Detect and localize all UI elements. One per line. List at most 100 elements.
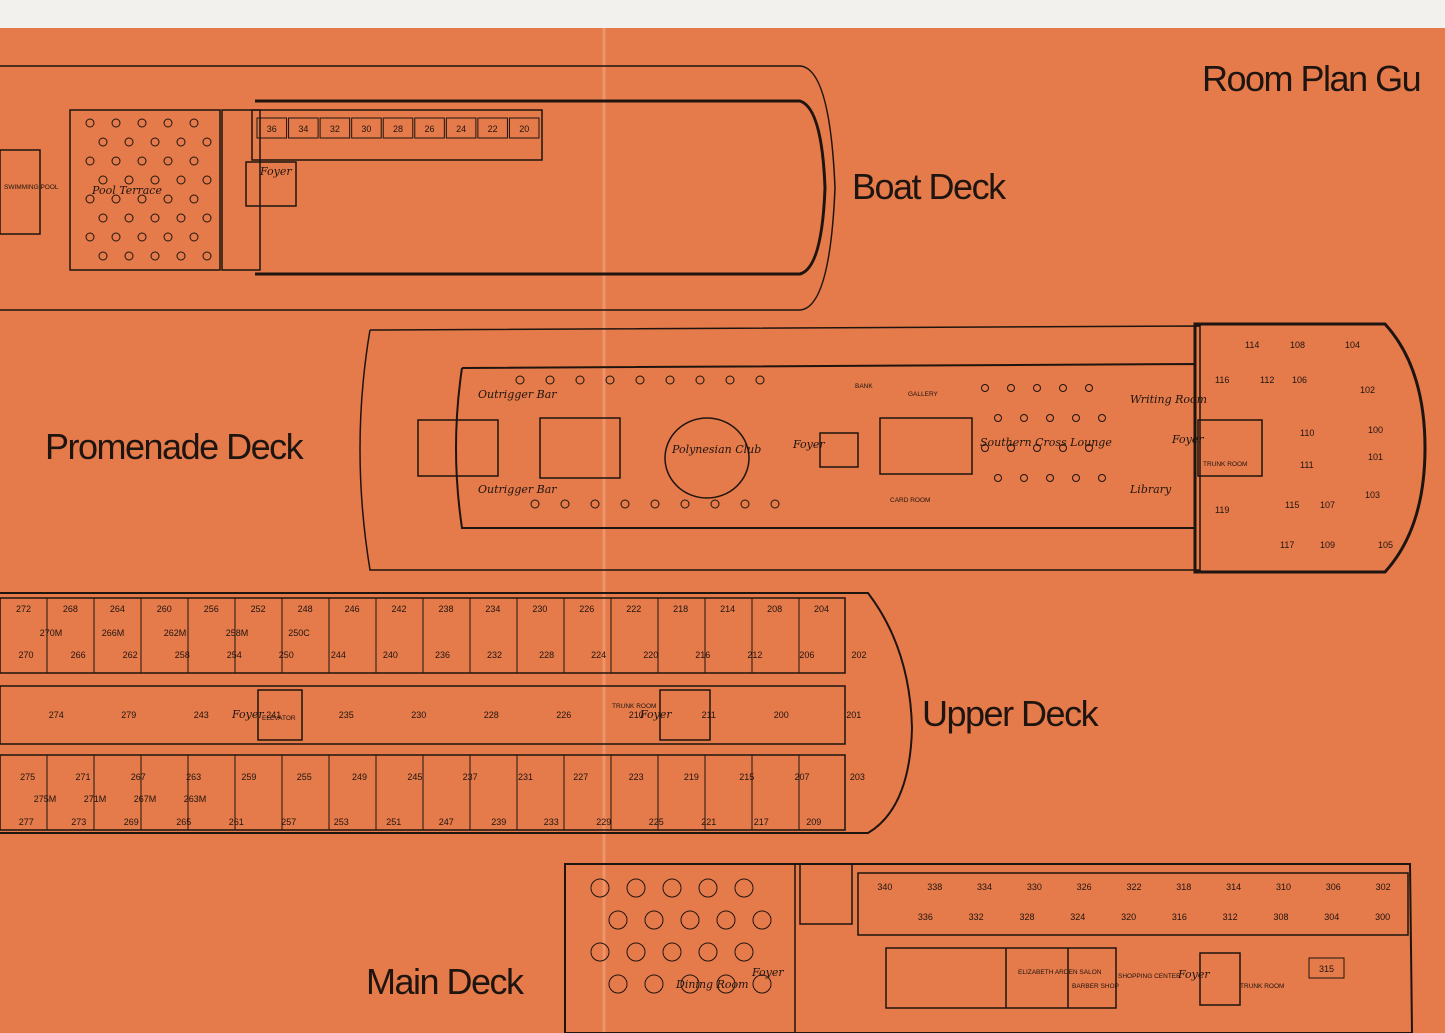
upper-stairs-fwd — [659, 689, 711, 741]
cabin-number: 24 — [456, 124, 466, 134]
main-foyer-1: Foyer — [751, 966, 784, 979]
boat-deck-hull — [0, 65, 836, 311]
cabin-number: 34 — [298, 124, 308, 134]
table-icon — [752, 974, 772, 994]
cabin-number: 326 — [1077, 882, 1092, 892]
main-stairs — [1199, 952, 1241, 1006]
table-icon — [1046, 474, 1054, 482]
cabin-number: 334 — [977, 882, 992, 892]
cabin-number: 204 — [814, 604, 829, 614]
cabin-number: 231 — [518, 772, 533, 782]
table-icon — [176, 251, 186, 261]
table-icon — [626, 942, 646, 962]
cabin-outline — [288, 117, 319, 139]
cabin-number: 262 — [123, 650, 138, 660]
boat-stair-block — [221, 109, 261, 271]
main-foyer-2: Foyer — [1177, 968, 1210, 981]
cabin-number: 255 — [297, 772, 312, 782]
cabin-number: 314 — [1226, 882, 1241, 892]
cabin-outline — [351, 117, 382, 139]
cabin-number: 20 — [519, 124, 529, 134]
cabin-number: 28 — [393, 124, 403, 134]
cabin-number: 105 — [1378, 540, 1393, 550]
table-icon — [85, 156, 95, 166]
cabin-number: 300 — [1375, 912, 1390, 922]
table-icon — [680, 910, 700, 930]
cabin-number: 324 — [1070, 912, 1085, 922]
table-icon — [665, 375, 675, 385]
table-icon — [590, 499, 600, 509]
pool-terrace — [69, 109, 221, 271]
cabin-number: 332 — [969, 912, 984, 922]
cabin-number: 226 — [556, 710, 571, 720]
cabin-number: 106 — [1292, 375, 1307, 385]
table-icon — [124, 137, 134, 147]
cabin-number: 304 — [1324, 912, 1339, 922]
table-icon — [150, 137, 160, 147]
cabin-number: 249 — [352, 772, 367, 782]
table-icon — [1033, 444, 1041, 452]
cabin-number: 270 — [19, 650, 34, 660]
table-icon — [111, 118, 121, 128]
dining-room-label: Dining Room — [675, 978, 749, 991]
cabin-number: 328 — [1019, 912, 1034, 922]
cabin-number: 277 — [19, 817, 34, 827]
cabin-number: 302 — [1376, 882, 1391, 892]
cabin-number: 217 — [754, 817, 769, 827]
cabin-number: 250C — [288, 628, 310, 638]
upper-trunk-label: TRUNK ROOM — [612, 703, 656, 710]
table-icon — [608, 974, 628, 994]
promenade-interior — [455, 362, 1196, 529]
cabin-outline — [319, 117, 351, 139]
table-icon — [626, 878, 646, 898]
cabin-number: 263M — [184, 794, 207, 804]
cabin-number: 212 — [747, 650, 762, 660]
cabin-number: 234 — [485, 604, 500, 614]
terrace-tables — [85, 118, 212, 261]
cabin-number: 206 — [799, 650, 814, 660]
table-icon — [644, 910, 664, 930]
table-icon — [515, 375, 525, 385]
cabin-number: 232 — [487, 650, 502, 660]
cabin-number: 214 — [720, 604, 735, 614]
cabin-number: 251 — [386, 817, 401, 827]
cabin-number: 219 — [684, 772, 699, 782]
boat-cabin-block — [251, 109, 543, 161]
cabin-number: 222 — [626, 604, 641, 614]
cabin-number: 107 — [1320, 500, 1335, 510]
table-icon — [163, 232, 173, 242]
cabin-number: 271 — [75, 772, 90, 782]
cabin-number: 259 — [241, 772, 256, 782]
table-icon — [111, 232, 121, 242]
cabin-number: 247 — [439, 817, 454, 827]
gallery-label: GALLERY — [908, 391, 939, 398]
cabin-number: 228 — [484, 710, 499, 720]
cabin-number: 228 — [539, 650, 554, 660]
table-icon — [560, 499, 570, 509]
dance-floor — [539, 417, 621, 479]
cabin-outline — [508, 117, 540, 139]
promenade-deck-label: Promenade Deck — [45, 426, 304, 467]
cabin-outline — [414, 117, 445, 139]
cabin-outline — [445, 117, 477, 139]
cabin-number: 207 — [795, 772, 810, 782]
table-icon — [620, 499, 630, 509]
dining-room — [564, 863, 796, 1033]
cabin-number: 239 — [491, 817, 506, 827]
table-icon — [111, 156, 121, 166]
trunk-room-label: TRUNK ROOM — [1203, 461, 1247, 468]
table-icon — [98, 175, 108, 185]
table-icon — [994, 414, 1002, 422]
upper-cabin-grid — [0, 598, 800, 830]
cabin-number: 22 — [488, 124, 498, 134]
table-icon — [680, 974, 700, 994]
boat-deck-label: Boat Deck — [852, 166, 1006, 207]
table-icon — [189, 118, 199, 128]
table-icon — [635, 375, 645, 385]
table-icon — [176, 213, 186, 223]
cabin-number: 201 — [846, 710, 861, 720]
